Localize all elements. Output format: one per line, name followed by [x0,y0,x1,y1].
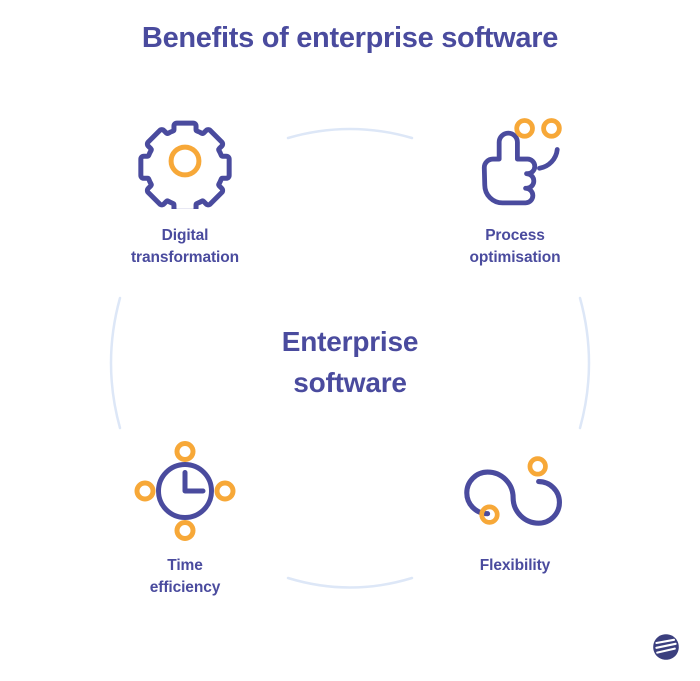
benefit-label: Process optimisation [405,225,625,270]
s-curve-path [464,469,562,526]
benefit-label: Digital transformation [75,225,295,270]
benefit-label-line1: Digital [161,227,209,244]
logo-stripes [655,638,677,654]
brand-logo [653,634,679,660]
benefit-digital-transformation: Digital transformation [75,108,295,270]
s-curve-end-circle-upper [527,455,548,477]
benefit-flexibility: Flexibility [405,438,625,577]
clock-face [156,461,214,520]
gear-center-circle [168,144,202,177]
benefit-label-line1: Process [485,227,545,244]
s-curve-end-circle-lower [479,504,500,525]
thumbs-up-icon-wrapper [405,108,625,213]
center-title: Enterprise software [0,322,700,403]
clock-marker-right [214,480,236,501]
benefit-label: Time efficiency [75,555,295,600]
clock-marker-left [134,480,156,501]
connector-arc-top [286,127,414,140]
eye-right-circle [541,117,562,139]
benefit-label-line2: transformation [131,249,239,267]
benefit-label-line1: Flexibility [479,557,551,574]
connector-arc-bottom [286,576,414,589]
benefit-label: Flexibility [405,555,625,577]
thumbs-up-icon [481,117,562,205]
thumb-outline [481,130,538,205]
benefit-time-efficiency: Time efficiency [75,438,295,600]
gear-outline [138,120,232,209]
benefit-label-line2: efficiency [149,579,221,597]
smile-arc [537,146,560,171]
eye-left-circle [514,117,535,139]
clock-marker-bottom [174,519,196,541]
benefit-label-line2: optimisation [469,249,561,267]
clock-icon [134,440,236,541]
flexibility-s-curve-icon [464,455,562,526]
clock-icon-wrapper [75,438,295,543]
clock-marker-top [174,440,196,462]
center-title-line1: Enterprise [281,326,419,357]
page-title: Benefits of enterprise software [141,22,559,54]
flexibility-icon-wrapper [405,438,625,543]
gear-icon-wrapper [75,108,295,213]
center-title-line2: software [293,366,407,398]
clock-hands [182,469,206,493]
benefit-label-line1: Time [167,557,203,574]
gear-icon [138,120,232,209]
benefit-process-optimisation: Process optimisation [405,108,625,270]
